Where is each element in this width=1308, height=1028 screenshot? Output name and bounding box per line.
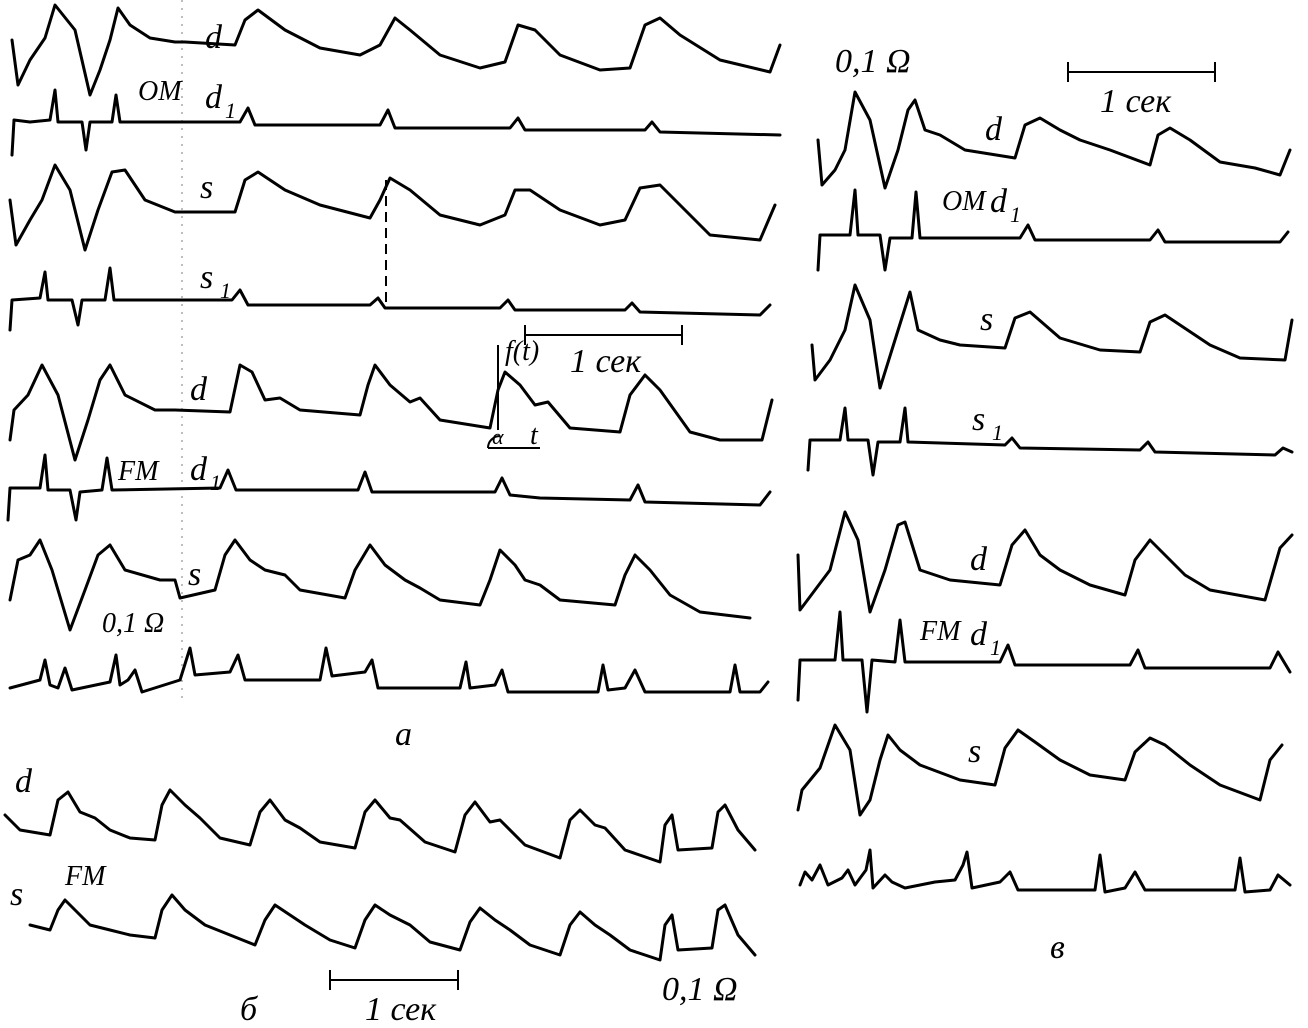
scale-label-b: 1 сек: [365, 991, 437, 1028]
label-v-om-s1-sub: 1: [992, 420, 1003, 445]
trace-b-d: [3, 788, 757, 864]
label-a-fm-d: d: [190, 371, 208, 408]
trace-a-fm-d1: [6, 453, 772, 522]
trace-v-fm-s: [796, 723, 1284, 817]
label-v-fm-d1: d: [970, 616, 988, 653]
label-a-om-s: s: [200, 169, 213, 206]
scale-bar-a: [524, 325, 683, 345]
trace-a-om-d1: [10, 88, 782, 157]
panel-b: d s FM 1 сек 0,1 Ω б: [3, 763, 757, 1028]
label-a-fm-d1-sub: 1: [210, 470, 221, 495]
trace-v-fm-d1: [796, 610, 1292, 714]
label-a-om-mode: OM: [138, 76, 183, 107]
trace-v-om-d: [816, 90, 1292, 190]
label-a-om-s1-sub: 1: [220, 278, 231, 303]
label-alpha: α: [492, 424, 504, 449]
trace-a-fm-s: [8, 538, 752, 632]
trace-a-om-s1: [8, 266, 772, 332]
label-a-fm-d1: d: [190, 451, 208, 488]
panel-b-label: б: [240, 991, 259, 1028]
label-v-om-d1-sub: 1: [1010, 202, 1021, 227]
panel-v-label: в: [1050, 929, 1065, 966]
trace-b-s: [28, 893, 757, 962]
trace-a-om-d: [10, 3, 782, 97]
label-b-mode: FM: [64, 861, 107, 892]
label-t: t: [530, 420, 539, 451]
trace-v-om-d1: [816, 188, 1290, 272]
panel-a: d OM d 1 s s 1 1 сек d f(t) α t: [6, 0, 782, 753]
trace-a-ecg: [8, 646, 770, 694]
panel-v: 0,1 Ω 1 сек d OM d 1 s s 1 d FM d 1 s: [796, 43, 1294, 966]
label-a-fm-mode: FM: [117, 456, 160, 487]
label-a-fm-s: s: [188, 556, 201, 593]
scale-bar-b: [329, 970, 459, 990]
label-v-om-d: d: [985, 111, 1003, 148]
alpha-arc: [487, 435, 501, 449]
trace-v-fm-d: [796, 510, 1294, 614]
label-v-fm-d1-sub: 1: [990, 635, 1001, 660]
panel-a-label: a: [395, 716, 412, 753]
label-b-d: d: [15, 763, 33, 800]
label-v-fm-mode: FM: [919, 616, 962, 647]
label-v-ref: 0,1 Ω: [835, 43, 911, 80]
scale-label-a: 1 сек: [570, 343, 642, 380]
label-v-fm-s: s: [968, 733, 981, 770]
trace-a-om-s: [8, 163, 777, 252]
trace-v-ecg: [798, 848, 1292, 894]
label-b-s: s: [10, 876, 23, 913]
label-ft: f(t): [505, 336, 539, 367]
label-v-om-mode: OM: [942, 186, 987, 217]
scale-label-v: 1 сек: [1100, 83, 1172, 120]
label-a-om-s1: s: [200, 259, 213, 296]
label-a-ref: 0,1 Ω: [102, 608, 164, 639]
label-v-om-s: s: [980, 301, 993, 338]
label-v-fm-d: d: [970, 541, 988, 578]
label-v-om-s1: s: [972, 401, 985, 438]
label-a-om-d1-sub: 1: [225, 98, 236, 123]
scale-bar-v: [1067, 62, 1216, 82]
label-a-om-d: d: [205, 19, 223, 56]
label-a-om-d1: d: [205, 79, 223, 116]
trace-v-om-s1: [806, 406, 1294, 477]
label-b-ref: 0,1 Ω: [662, 971, 738, 1008]
trace-a-fm-d: [8, 363, 774, 462]
trace-v-om-s: [810, 283, 1294, 390]
label-v-om-d1: d: [990, 183, 1008, 220]
